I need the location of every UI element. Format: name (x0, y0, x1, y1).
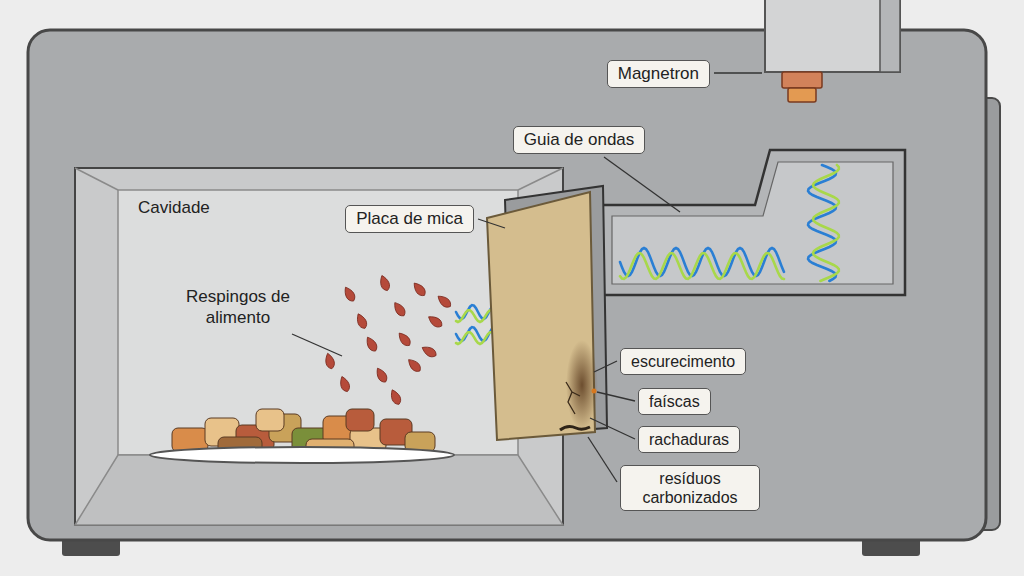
callout-text: Guia de ondas (524, 130, 635, 150)
food-splatter (324, 274, 453, 406)
leader-line (714, 72, 762, 73)
dish (150, 447, 454, 463)
splatter-drop (342, 285, 357, 303)
magnetron-antenna (782, 72, 822, 88)
splatter-drop (420, 344, 438, 359)
splatter-drop (391, 300, 407, 318)
cavity-edge (518, 168, 563, 190)
food-piece (256, 409, 284, 431)
charred-residue (560, 426, 590, 430)
callout-box: resíduos carbonizados (620, 465, 760, 511)
splatter-drop (378, 274, 391, 292)
callout-text: Magnetron (618, 64, 699, 84)
spark (592, 389, 597, 394)
callout-box: rachaduras (638, 426, 740, 453)
splatter-drop (364, 335, 379, 353)
splatter-drop (411, 280, 428, 298)
leader-line (597, 392, 635, 401)
splatter-drop (374, 366, 389, 384)
leader-line (588, 437, 617, 482)
cavity-edge (75, 168, 118, 190)
callout-box: Magnetron (607, 60, 710, 88)
callout-box: faíscas (638, 388, 711, 415)
splatter-drop (338, 375, 351, 393)
leader-line (604, 157, 680, 212)
splatter-drop (324, 352, 336, 370)
splatter-drop (435, 293, 453, 310)
wave (620, 253, 784, 279)
plate-darkening (566, 340, 598, 430)
wave (813, 165, 839, 281)
leader-line (594, 361, 617, 372)
part-label: Cavidade (138, 197, 210, 218)
splatter-drop (406, 357, 423, 374)
part-label: Respingos de alimento (173, 286, 303, 329)
waveguide (600, 150, 905, 295)
splatter-drop (354, 312, 368, 330)
magnetron-antenna (788, 88, 816, 102)
callout-text: rachaduras (649, 430, 729, 449)
splatter-drop (396, 330, 413, 348)
callout-text: resíduos carbonizados (631, 469, 749, 507)
callout-text: Placa de mica (356, 209, 463, 229)
callout-text: escurecimento (631, 352, 735, 371)
magnetron-body (765, 0, 900, 72)
plate-crack (566, 382, 580, 414)
waveguide-inner (612, 162, 893, 284)
callout-box: escurecimento (620, 348, 746, 375)
leader-line (478, 219, 505, 228)
cavity-floor (75, 455, 563, 525)
splatter-drop (388, 388, 402, 406)
callout-box: Guia de ondas (513, 126, 646, 154)
cavity-back-wall (118, 190, 518, 455)
splatter-drop (426, 313, 444, 329)
leader-line (292, 334, 342, 356)
magnetron-side (880, 0, 900, 72)
food-piece (346, 409, 374, 431)
leader-line (590, 418, 635, 439)
callout-text: faíscas (649, 392, 700, 411)
leader-lines (292, 73, 762, 482)
housing (28, 30, 986, 540)
callout-box: Placa de mica (345, 205, 474, 233)
